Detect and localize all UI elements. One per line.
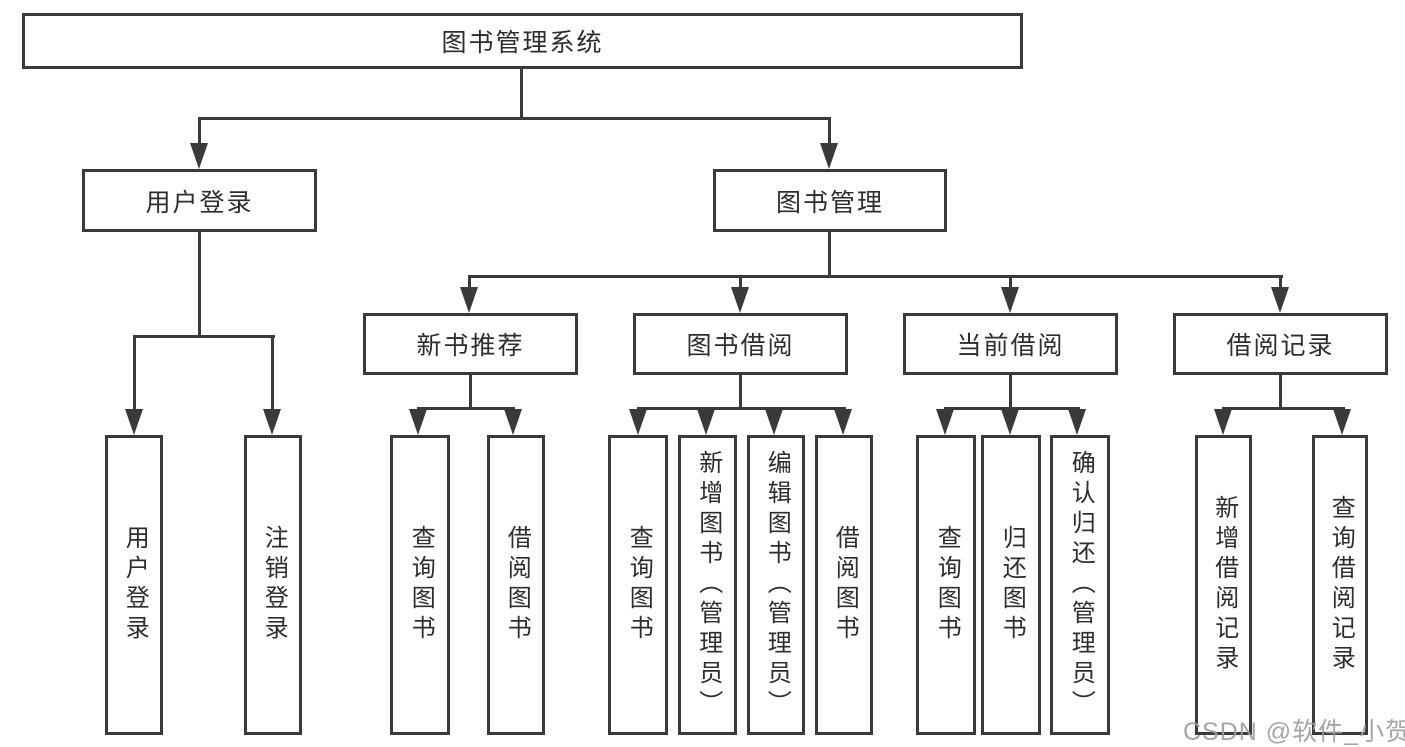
node-book-borrow: 图书借阅 xyxy=(633,313,848,375)
connector-line xyxy=(271,335,274,413)
node-new-book-recommend: 新书推荐 xyxy=(363,313,578,375)
connector-line xyxy=(417,407,515,410)
connector-line xyxy=(198,232,201,338)
leaf-add-book-admin-label: 新增图书（管理员） xyxy=(694,450,722,720)
leaf-return-books-label: 归还图书 xyxy=(998,525,1026,645)
connector-line xyxy=(468,275,1283,278)
arrowhead xyxy=(765,409,783,435)
arrowhead xyxy=(629,409,647,435)
connector-line xyxy=(637,407,846,410)
leaf-add-borrow-record-label: 新增借阅记录 xyxy=(1210,495,1238,675)
watermark: CSDN @软件_小贺同学 xyxy=(1183,718,1405,746)
leaf-query-borrow-record-label: 查询借阅记录 xyxy=(1327,495,1355,675)
leaf-borrow-books-borrow-label: 借阅图书 xyxy=(831,525,859,645)
connector-line xyxy=(469,375,472,410)
connector-line xyxy=(520,69,523,119)
leaf-query-books-recommend: 查询图书 xyxy=(390,435,450,735)
arrowhead xyxy=(460,287,478,313)
node-current-borrow: 当前借阅 xyxy=(903,313,1118,375)
leaf-logout: 注销登录 xyxy=(244,435,302,735)
arrowhead xyxy=(820,143,838,169)
arrowhead xyxy=(409,409,427,435)
node-borrow-records-label: 借阅记录 xyxy=(1226,332,1335,360)
arrowhead xyxy=(731,287,749,313)
connector-line xyxy=(1279,275,1282,291)
node-book-management-label: 图书管理 xyxy=(775,188,884,217)
arrowhead xyxy=(1001,287,1019,313)
connector-line xyxy=(1009,375,1012,410)
leaf-query-books-recommend-label: 查询图书 xyxy=(407,525,435,645)
connector-line xyxy=(1222,407,1345,410)
connector-line xyxy=(198,117,201,147)
leaf-add-borrow-record: 新增借阅记录 xyxy=(1195,435,1252,735)
leaf-user-login: 用户登录 xyxy=(105,435,163,735)
arrowhead xyxy=(263,409,281,435)
arrowhead xyxy=(190,143,208,169)
connector-line xyxy=(133,335,275,338)
leaf-edit-book-admin-label: 编辑图书（管理员） xyxy=(763,450,791,720)
leaf-return-books: 归还图书 xyxy=(981,435,1041,735)
leaf-add-book-admin: 新增图书（管理员） xyxy=(678,435,737,735)
connector-line xyxy=(944,407,1080,410)
leaf-query-books-current: 查询图书 xyxy=(916,435,976,735)
connector-line xyxy=(133,335,136,413)
connector-line xyxy=(828,232,831,278)
connector-line xyxy=(739,275,742,291)
connector-line xyxy=(468,275,471,291)
arrowhead xyxy=(834,409,852,435)
leaf-logout-label: 注销登录 xyxy=(260,525,288,645)
arrowhead xyxy=(504,409,522,435)
arrowhead xyxy=(1001,409,1019,435)
leaf-query-books-current-label: 查询图书 xyxy=(933,525,961,645)
node-root-label: 图书管理系统 xyxy=(441,29,604,57)
leaf-borrow-books-borrow: 借阅图书 xyxy=(815,435,873,735)
leaf-edit-book-admin: 编辑图书（管理员） xyxy=(747,435,805,735)
connector-line xyxy=(828,117,831,147)
node-current-borrow-label: 当前借阅 xyxy=(956,332,1065,360)
leaf-borrow-books-recommend-label: 借阅图书 xyxy=(503,525,531,645)
node-user-login-label: 用户登录 xyxy=(145,188,254,217)
arrowhead xyxy=(936,409,954,435)
node-user-login: 用户登录 xyxy=(82,169,317,232)
leaf-query-borrow-record: 查询借阅记录 xyxy=(1312,435,1368,735)
arrowhead xyxy=(1271,287,1289,313)
leaf-confirm-return-admin-label: 确认归还（管理员） xyxy=(1067,450,1095,720)
leaf-query-books-borrow-label: 查询图书 xyxy=(625,525,653,645)
node-new-book-recommend-label: 新书推荐 xyxy=(416,332,525,360)
node-book-management: 图书管理 xyxy=(713,169,947,232)
arrowhead xyxy=(1333,409,1351,435)
connector-line xyxy=(739,375,742,410)
arrowhead xyxy=(1068,409,1086,435)
node-root: 图书管理系统 xyxy=(22,13,1023,69)
connector-line xyxy=(1009,275,1012,291)
leaf-confirm-return-admin: 确认归还（管理员） xyxy=(1050,435,1110,735)
connector-line xyxy=(1279,375,1282,410)
leaf-borrow-books-recommend: 借阅图书 xyxy=(487,435,545,735)
arrowhead xyxy=(697,409,715,435)
leaf-query-books-borrow: 查询图书 xyxy=(608,435,668,735)
connector-line xyxy=(198,117,831,120)
arrowhead xyxy=(1214,409,1232,435)
node-book-borrow-label: 图书借阅 xyxy=(686,332,795,360)
arrowhead xyxy=(125,409,143,435)
node-borrow-records: 借阅记录 xyxy=(1173,313,1388,375)
leaf-user-login-label: 用户登录 xyxy=(121,525,149,645)
